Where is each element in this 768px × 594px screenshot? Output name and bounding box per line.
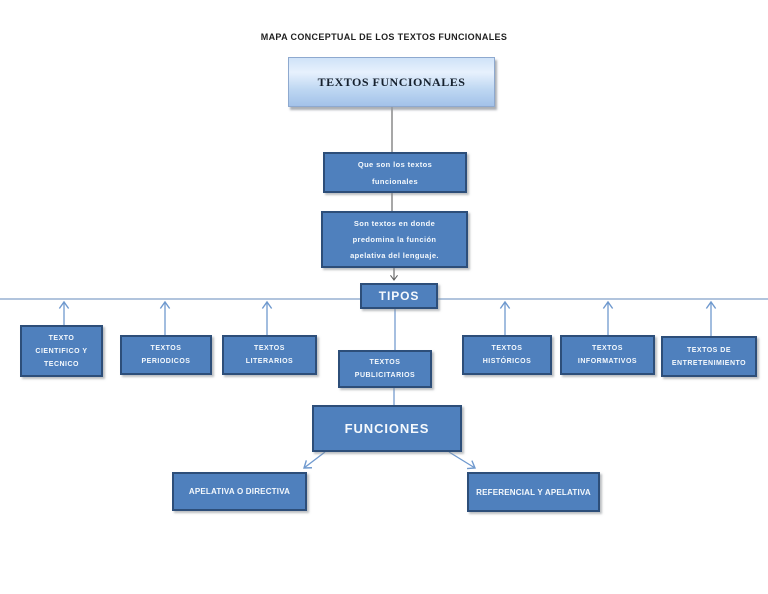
function-node-label: APELATIVA O DIRECTIVA (188, 487, 291, 496)
root-node-label: TEXTOS FUNCIONALES (317, 74, 466, 89)
tipos-node: TIPOS (360, 283, 438, 309)
type-node-label: TEXTOS PERIODICOS (141, 345, 191, 365)
type-node-entretenimiento: TEXTOS DE ENTRETENIMIENTO (661, 336, 757, 377)
type-node-cientifico-tecnico: TEXTO CIENTIFICO Y TECNICO (20, 325, 103, 377)
type-node-label: TEXTOS DE ENTRETENIMIENTO (671, 346, 747, 367)
definition-node: Son textos en donde predomina la función… (321, 211, 468, 268)
type-node-label: TEXTOS INFORMATIVOS (577, 345, 638, 365)
type-node-label: TEXTO CIENTIFICO Y TECNICO (35, 334, 88, 368)
question-node-label: Que son los textos funcionales (357, 159, 433, 186)
root-node-textos-funcionales: TEXTOS FUNCIONALES (288, 57, 495, 107)
diagonal-arrow-apelativa (303, 451, 326, 469)
funciones-node: FUNCIONES (312, 405, 462, 452)
type-node-informativos: TEXTOS INFORMATIVOS (560, 335, 655, 375)
type-node-literarios: TEXTOS LITERARIOS (222, 335, 317, 375)
diagonal-arrow-referencial (448, 451, 477, 470)
function-node-referencial-apelativa: REFERENCIAL Y APELATIVA (467, 472, 600, 512)
type-node-historicos: TEXTOS HISTÓRICOS (462, 335, 552, 375)
type-node-label: TEXTOS HISTÓRICOS (482, 345, 532, 365)
type-node-label: TEXTOS LITERARIOS (245, 345, 294, 365)
type-node-label: TEXTOS PUBLICITARIOS (354, 359, 416, 379)
function-node-label: REFERENCIAL Y APELATIVA (476, 487, 591, 497)
page-title: MAPA CONCEPTUAL DE LOS TEXTOS FUNCIONALE… (260, 32, 508, 42)
question-node: Que son los textos funcionales (323, 152, 467, 193)
type-node-publicitarios: TEXTOS PUBLICITARIOS (338, 350, 432, 388)
tipos-node-label: TIPOS (378, 289, 420, 303)
type-node-periodicos: TEXTOS PERIODICOS (120, 335, 212, 375)
funciones-node-label: FUNCIONES (344, 421, 430, 436)
function-node-apelativa-directiva: APELATIVA O DIRECTIVA (172, 472, 307, 511)
definition-node-label: Son textos en donde predomina la función… (350, 218, 439, 260)
